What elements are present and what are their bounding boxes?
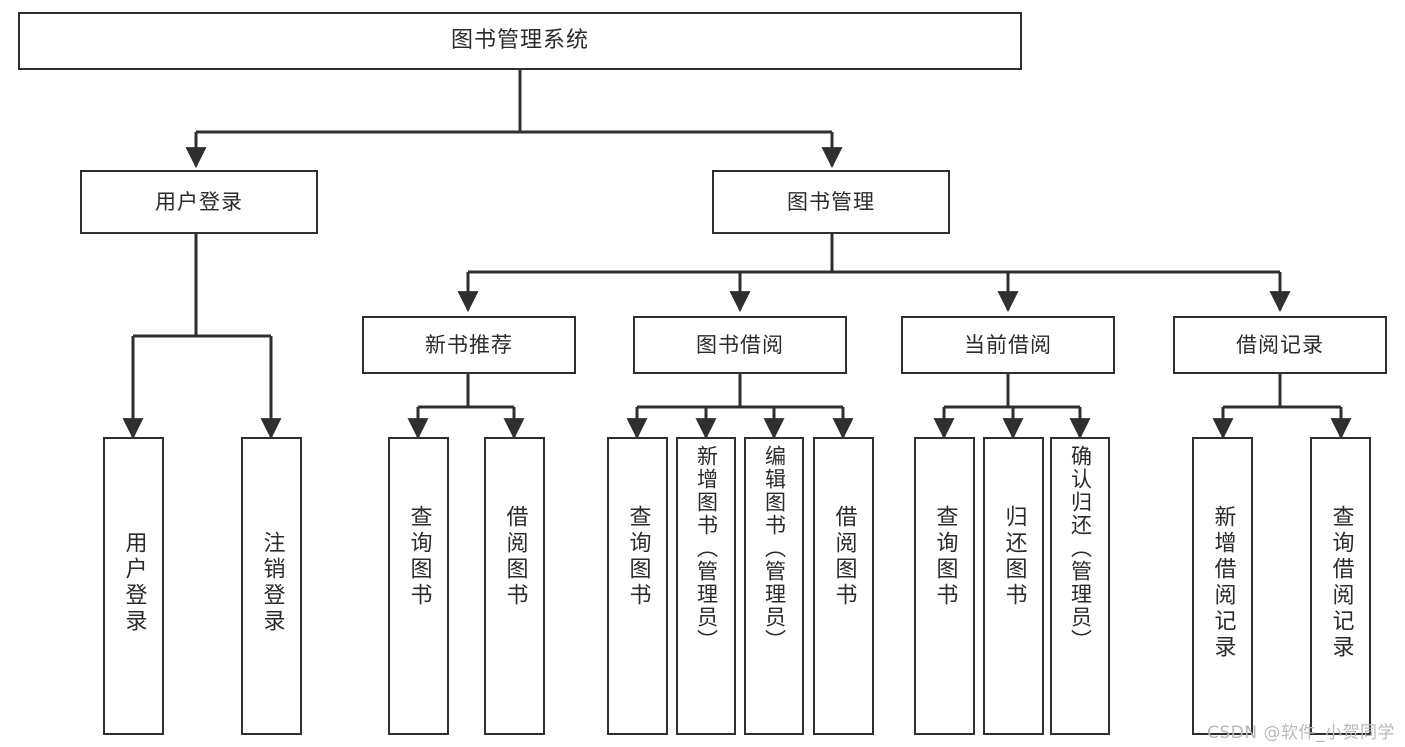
node-label: 注销登录 — [259, 531, 285, 635]
node-label: 用户登录 — [155, 189, 243, 214]
leaf-query-book-recommend[interactable]: 查询图书 — [388, 437, 449, 735]
leaf-query-borrow-record[interactable]: 查询借阅记录 — [1310, 437, 1371, 735]
node-label: 图书管理 — [787, 189, 875, 214]
node-label: 查询图书 — [625, 505, 651, 609]
node-label: 借阅图书 — [831, 505, 857, 609]
node-root-system[interactable]: 图书管理系统 — [18, 12, 1022, 70]
node-user-login[interactable]: 用户登录 — [80, 170, 318, 234]
node-label: 借阅记录 — [1236, 332, 1324, 357]
leaf-user-login[interactable]: 用户登录 — [103, 437, 164, 735]
node-label: 新增图书（管理员） — [694, 445, 719, 652]
leaf-query-book-borrow[interactable]: 查询图书 — [607, 437, 668, 735]
leaf-logout[interactable]: 注销登录 — [241, 437, 302, 735]
leaf-return-book[interactable]: 归还图书 — [983, 437, 1044, 735]
node-book-management[interactable]: 图书管理 — [712, 170, 950, 234]
node-label: 借阅图书 — [502, 505, 528, 609]
leaf-edit-book-admin[interactable]: 编辑图书（管理员） — [744, 437, 804, 735]
node-label: 查询图书 — [932, 505, 958, 609]
leaf-add-book-admin[interactable]: 新增图书（管理员） — [676, 437, 736, 735]
node-label: 确认归还（管理员） — [1068, 445, 1093, 652]
node-label: 用户登录 — [121, 531, 147, 635]
leaf-query-book-current[interactable]: 查询图书 — [914, 437, 975, 735]
node-label: 当前借阅 — [964, 332, 1052, 357]
leaf-borrow-book-recommend[interactable]: 借阅图书 — [484, 437, 545, 735]
node-label: 新书推荐 — [425, 332, 513, 357]
node-book-borrow[interactable]: 图书借阅 — [633, 316, 847, 374]
node-label: 查询借阅记录 — [1328, 505, 1354, 661]
watermark-text: CSDN @软件_小贺同学 — [1207, 723, 1395, 743]
leaf-confirm-return-admin[interactable]: 确认归还（管理员） — [1050, 437, 1110, 735]
leaf-add-borrow-record[interactable]: 新增借阅记录 — [1192, 437, 1253, 735]
node-label: 编辑图书（管理员） — [762, 445, 787, 652]
node-borrow-record[interactable]: 借阅记录 — [1173, 316, 1387, 374]
node-label: 归还图书 — [1001, 505, 1027, 609]
node-label: 图书借阅 — [696, 332, 784, 357]
node-current-borrow[interactable]: 当前借阅 — [901, 316, 1115, 374]
node-label: 图书管理系统 — [450, 28, 589, 54]
leaf-borrow-book[interactable]: 借阅图书 — [813, 437, 874, 735]
node-new-book-recommend[interactable]: 新书推荐 — [362, 316, 576, 374]
node-label: 查询图书 — [406, 505, 432, 609]
node-label: 新增借阅记录 — [1210, 505, 1236, 661]
